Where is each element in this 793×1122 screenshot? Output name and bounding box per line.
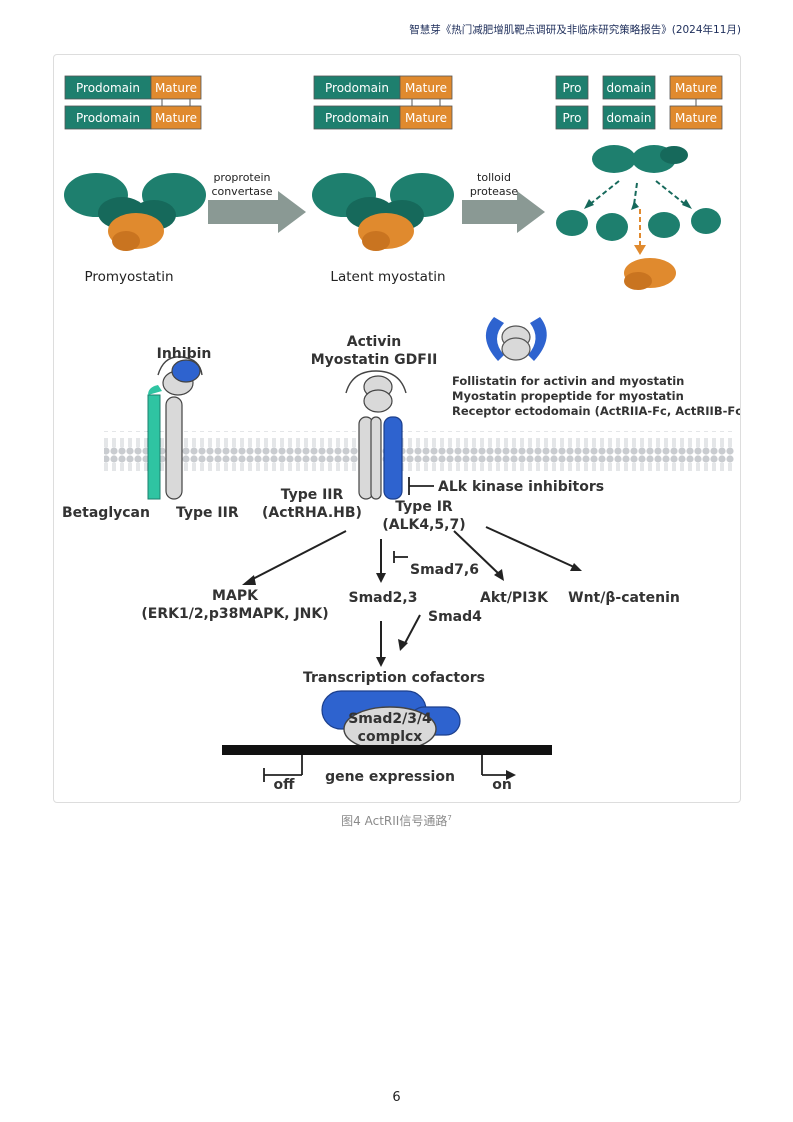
label-mapk: MAPK	[212, 588, 259, 604]
type2r-left-receptor	[165, 396, 183, 500]
box-mature-1: Mature	[155, 81, 197, 95]
actrii-pathway-figure: Prodomain Mature Prodomain Mature Prodom…	[62, 75, 747, 793]
label-off: off	[274, 777, 296, 793]
label-mapk-detail: (ERK1/2,p38MAPK, JNK)	[141, 606, 328, 622]
promyostatin-domain-boxes: Prodomain Mature Prodomain Mature	[64, 75, 202, 130]
box-mature-5: Mature	[675, 81, 717, 95]
label-betaglycan: Betaglycan	[62, 505, 150, 521]
label-transcription: Transcription cofactors	[303, 670, 485, 686]
follistatin-icon	[485, 317, 547, 361]
arrow2-label-line2: protease	[470, 185, 519, 198]
label-type1r: Type IR	[395, 499, 453, 515]
inhibin-ligand-icon	[157, 356, 203, 396]
label-promyostatin: Promyostatin	[84, 269, 173, 285]
label-complex-line2: complcx	[358, 729, 423, 745]
label-alk: (ALK4,5,7)	[382, 517, 465, 533]
box-domain-2: domain	[607, 111, 652, 125]
off-promoter-icon	[263, 755, 303, 782]
box-mature-6: Mature	[675, 111, 717, 125]
box-mature-2: Mature	[155, 111, 197, 125]
latent-domain-boxes: Prodomain Mature Prodomain Mature	[313, 75, 453, 130]
page-number: 6	[392, 1090, 401, 1105]
box-prodomain-3: Prodomain	[325, 81, 389, 95]
promyostatin-structure-icon	[64, 173, 206, 251]
label-antagonist-3: Receptor ectodomain (ActRIIA-Fc, ActRIIB…	[452, 404, 740, 418]
label-smad4: Smad4	[428, 609, 482, 625]
box-mature-3: Mature	[405, 81, 447, 95]
label-myostatin-gdf11: Myostatin GDFII	[311, 352, 438, 368]
type1r-receptor	[383, 416, 403, 500]
label-antagonist-1: Follistatin for activin and myostatin	[452, 374, 684, 388]
label-inhibin: Inhibin	[157, 346, 212, 362]
on-promoter-icon	[481, 755, 508, 776]
label-complex-line1: Smad2/3/4	[348, 711, 432, 727]
label-activin: Activin	[347, 334, 402, 350]
caption-text: 图4 ActRII信号通路	[341, 814, 448, 828]
label-on: on	[492, 777, 512, 793]
label-smad23: Smad2,3	[349, 590, 418, 606]
arrow1-label-line2: convertase	[211, 185, 272, 198]
label-type2r-center: Type IIR	[281, 487, 344, 503]
activin-ligand-icon	[345, 370, 407, 413]
arrow1-label-line1: proprotein	[213, 171, 270, 184]
box-pro-1: Pro	[562, 81, 581, 95]
process-arrow-2	[462, 191, 545, 233]
label-akt: Akt/PI3K	[480, 590, 549, 606]
box-prodomain-1: Prodomain	[76, 81, 140, 95]
caption-reference: 7	[447, 814, 452, 822]
box-prodomain-2: Prodomain	[76, 111, 140, 125]
cell-membrane	[104, 431, 734, 471]
page-header: 智慧芽《热门减肥增肌靶点调研及非临床研究策略报告》(2024年11月)	[409, 24, 741, 36]
cleaved-domain-boxes: Pro domain Mature Pro domain Mature	[555, 75, 723, 130]
box-pro-2: Pro	[562, 111, 581, 125]
signaling-arrows	[242, 526, 582, 667]
box-prodomain-4: Prodomain	[325, 111, 389, 125]
box-domain-1: domain	[607, 81, 652, 95]
process-arrow-1	[208, 191, 306, 233]
smad-complex-icon	[321, 690, 461, 752]
label-latent-myostatin: Latent myostatin	[330, 269, 445, 285]
type2r-center-receptor	[358, 416, 382, 500]
arrow2-label-line1: tolloid	[477, 171, 511, 184]
label-actrha: (ActRHA.HB)	[262, 505, 362, 521]
cleaved-structure-icon	[556, 145, 721, 290]
dna-bar	[222, 745, 552, 755]
label-wnt: Wnt/β-catenin	[568, 590, 680, 606]
label-antagonist-2: Myostatin propeptide for myostatin	[452, 389, 684, 403]
box-mature-4: Mature	[405, 111, 447, 125]
label-alk-inhibitors: ALk kinase inhibitors	[438, 479, 604, 495]
label-type2r-left: Type IIR	[176, 505, 239, 521]
figure-caption: 图4 ActRII信号通路7	[0, 812, 793, 829]
figure-box: Prodomain Mature Prodomain Mature Prodom…	[53, 54, 747, 803]
label-smad76: Smad7,6	[410, 562, 479, 578]
betaglycan-receptor	[147, 385, 162, 500]
latent-myostatin-structure-icon	[312, 173, 454, 251]
label-gene-expression: gene expression	[325, 769, 455, 785]
